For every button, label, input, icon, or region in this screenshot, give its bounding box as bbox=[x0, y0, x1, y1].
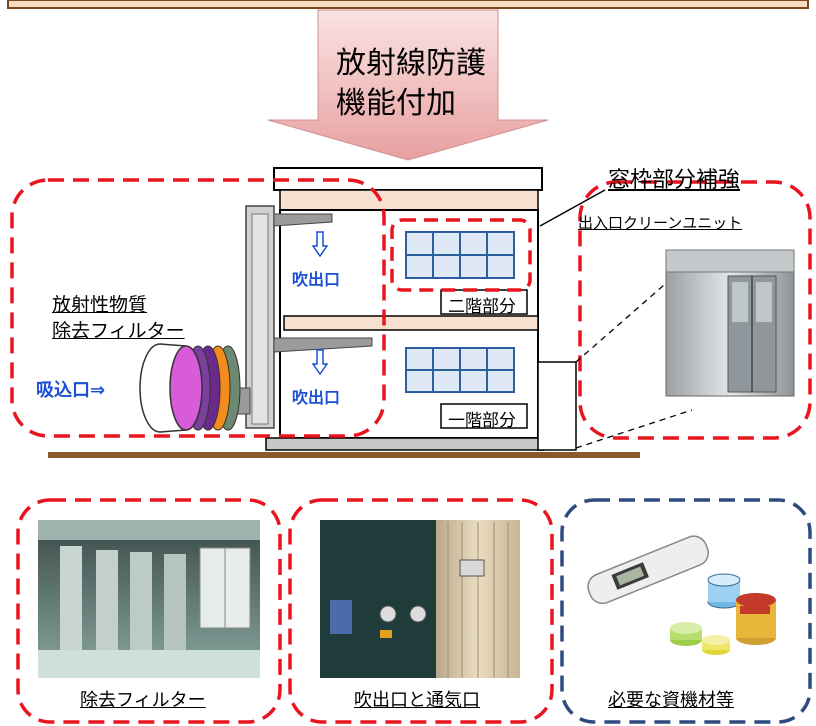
window-1f bbox=[405, 347, 515, 393]
down-arrow bbox=[267, 9, 549, 161]
floor-2-box bbox=[440, 289, 528, 315]
outlet-arrow-1f bbox=[311, 349, 329, 376]
window-region bbox=[390, 218, 532, 292]
floor-2-label: 二階部分 bbox=[448, 297, 516, 317]
arrow-text-line1: 放射線防護 bbox=[336, 46, 486, 81]
window-reinforcement-label: 窓枠部分補強 bbox=[608, 168, 741, 193]
vent-photo-caption: 吹出口と通気口 bbox=[354, 690, 480, 711]
duct-outlet-1f bbox=[273, 337, 373, 353]
building-base bbox=[265, 437, 545, 451]
filter-room-photo bbox=[38, 520, 260, 678]
annex bbox=[537, 361, 577, 451]
floor-slab bbox=[283, 315, 539, 331]
supplies-illustration bbox=[587, 535, 776, 655]
floor-1-box bbox=[440, 403, 528, 429]
clean-unit-photo bbox=[665, 249, 795, 397]
leader-line bbox=[539, 189, 606, 227]
filter-unit bbox=[139, 343, 241, 433]
floor-1-label: 一階部分 bbox=[448, 411, 516, 431]
clean-unit-region bbox=[578, 180, 812, 440]
supplies-caption: 必要な資機材等 bbox=[608, 690, 734, 711]
filter-photo-caption: 除去フィルター bbox=[80, 690, 206, 711]
outlet-2f-label: 吹出口 bbox=[292, 270, 341, 289]
duct-inner bbox=[251, 213, 269, 425]
arrow-text-line2: 機能付加 bbox=[336, 86, 456, 121]
connector-bottom bbox=[575, 409, 693, 449]
top-banner bbox=[7, 0, 809, 9]
ground-line bbox=[48, 452, 640, 458]
photo-box-supplies bbox=[560, 498, 812, 724]
building-roof bbox=[273, 167, 543, 191]
vent-photo bbox=[320, 520, 520, 678]
outlet-1f-label: 吹出口 bbox=[292, 388, 341, 407]
building-roof-band bbox=[279, 189, 539, 211]
duct-outlet-2f bbox=[273, 213, 333, 227]
window-2f bbox=[405, 231, 515, 279]
intake-label: 吸込口⇒ bbox=[36, 380, 106, 401]
filter-region bbox=[10, 178, 386, 438]
photo-box-vent bbox=[288, 498, 554, 724]
outlet-arrow-2f bbox=[311, 231, 329, 258]
connector-top bbox=[575, 277, 673, 363]
clean-unit-label: 出入口クリーンユニット bbox=[578, 214, 743, 232]
filter-title-line1: 放射性物質 bbox=[52, 294, 148, 316]
photo-box-filter bbox=[16, 498, 282, 724]
filter-title-line2: 除去フィルター bbox=[52, 320, 185, 342]
